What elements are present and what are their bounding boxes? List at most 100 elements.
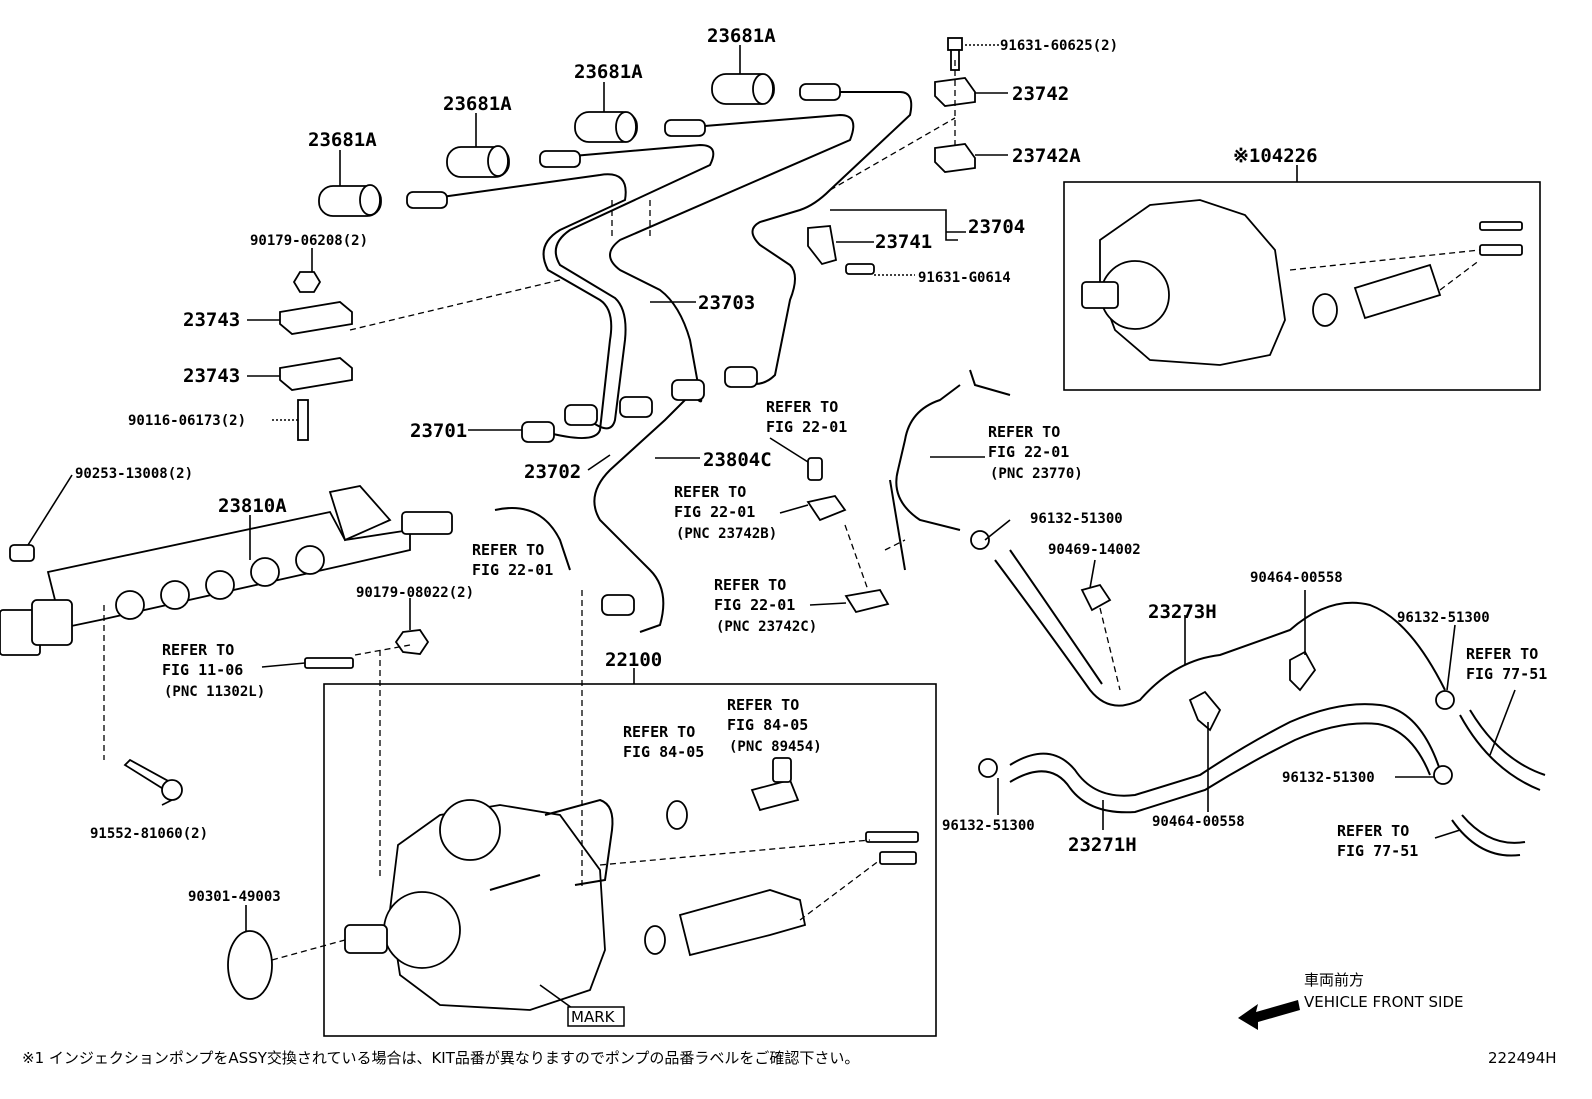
refer-fig-77-51: FIG 77-51 [1466, 665, 1547, 683]
nut-23681a-2 [446, 145, 510, 178]
clamp-refer-23742b [806, 494, 847, 522]
vehicle-front-en: VEHICLE FRONT SIDE [1304, 993, 1464, 1011]
vehicle-front-arrow [1238, 1000, 1300, 1030]
valve-04226 [1312, 263, 1442, 327]
label-23810a: 23810A [218, 495, 287, 517]
label-23681a: 23681A [308, 129, 377, 151]
oring-90301-49003 [227, 930, 273, 1000]
label-mark: MARK [571, 1008, 616, 1026]
hose-refer-77-51-a [1459, 714, 1541, 791]
inset-box-04226 [1063, 181, 1541, 391]
suction-control-valve [644, 831, 919, 957]
nut-23681a-1 [318, 184, 382, 217]
clip-90469-14002 [1080, 583, 1112, 612]
part-labels: 23681A 23681A 23681A 23681A 91631-60625(… [75, 25, 1490, 1027]
refer-fig-22-01: FIG 22-01 [714, 596, 795, 614]
refer-fig-84-05: REFER TO [727, 696, 799, 714]
refer-fig-11-06: REFER TO [162, 641, 234, 659]
refer-fig-77-51: REFER TO [1466, 645, 1538, 663]
hose-refer-23770 [895, 384, 961, 531]
label-23703: 23703 [698, 292, 755, 314]
injection-pipes [406, 83, 913, 633]
nut-23681a-3 [574, 111, 638, 143]
refer-fig-22-01: FIG 22-01 [766, 418, 847, 436]
hose-refer-22-01 [494, 507, 571, 571]
refer-pnc: (PNC 23770) [990, 466, 1083, 482]
clip-90464-00558-b [1188, 690, 1222, 732]
leader-lines [27, 44, 1516, 1009]
clamp-96132-51300-b [1435, 690, 1455, 710]
footnote: ※1 インジェクションポンプをASSY交換されている場合は、KIT品番が異なりま… [22, 1049, 859, 1067]
refer-fig-22-01: FIG 22-01 [988, 443, 1069, 461]
hose-23273h [994, 559, 1446, 707]
label-04226: ※104226 [1233, 145, 1318, 167]
label-23742a: 23742A [1012, 145, 1081, 167]
vehicle-front-jp: 車両前方 [1304, 971, 1364, 989]
label-90464-00558: 90464-00558 [1152, 814, 1245, 830]
label-23704: 23704 [968, 216, 1025, 238]
label-23702: 23702 [524, 461, 581, 483]
refer-fig-22-01: FIG 22-01 [674, 503, 755, 521]
refer-pnc: (PNC 23742C) [716, 619, 817, 635]
label-23681a: 23681A [707, 25, 776, 47]
sensor-refer-89454 [750, 757, 800, 812]
label-96132-51300: 96132-51300 [1397, 610, 1490, 626]
bolt-90116-06173 [297, 399, 309, 441]
label-90116-06173: 90116-06173(2) [128, 413, 246, 429]
label-90464-00558: 90464-00558 [1250, 570, 1343, 586]
refer-fig-22-01: REFER TO [714, 576, 786, 594]
clamp-23742a [934, 143, 976, 173]
pump-assy-04226 [1081, 199, 1286, 366]
refer-fig-84-05: FIG 84-05 [623, 743, 704, 761]
label-23701: 23701 [410, 420, 467, 442]
label-90469-14002: 90469-14002 [1048, 542, 1141, 558]
bolt-refer-23742b [807, 457, 823, 481]
hose-refer-77-51-b [1451, 819, 1521, 857]
clamp-96132-51300-d [978, 758, 998, 778]
refer-fig-77-51: REFER TO [1337, 822, 1409, 840]
clamp-23743-upper [279, 301, 353, 335]
bracket-23741 [807, 225, 838, 266]
label-91631-g0614: 91631-G0614 [918, 270, 1011, 286]
refer-fig-22-01: REFER TO [988, 423, 1060, 441]
refer-fig-77-51: FIG 77-51 [1337, 842, 1418, 860]
label-91631-60625: 91631-60625(2) [1000, 38, 1118, 54]
bolt-91631-g0614 [845, 263, 875, 275]
bolts-04226 [1479, 221, 1523, 256]
plug-90253-13008 [9, 544, 35, 562]
alignment-dash-lines [103, 60, 1481, 961]
clamp-23743-lower [279, 357, 353, 391]
refer-pnc: (PNC 89454) [729, 739, 822, 755]
label-22100: 22100 [605, 649, 662, 671]
diagram-id: 222494H [1488, 1049, 1557, 1067]
label-91552-81060: 91552-81060(2) [90, 826, 208, 842]
label-23271h: 23271H [1068, 834, 1137, 856]
refer-fig-22-01: REFER TO [472, 541, 544, 559]
bolt-91552-81060 [123, 758, 183, 801]
label-96132-51300: 96132-51300 [1282, 770, 1375, 786]
nut-90179-06208 [292, 271, 322, 293]
clip-90464-00558-a [1289, 650, 1317, 692]
pump-22100 [344, 798, 614, 1011]
label-23804c: 23804C [703, 449, 772, 471]
label-96132-51300: 96132-51300 [942, 818, 1035, 834]
label-23681a: 23681A [443, 93, 512, 115]
inset-box-22100 [323, 683, 937, 1037]
refer-fig-11-06: FIG 11-06 [162, 661, 243, 679]
nut-23681a-4 [711, 73, 775, 105]
clamp-refer-23742c [844, 589, 890, 614]
label-23273h: 23273H [1148, 601, 1217, 623]
clamp-96132-51300-a [970, 530, 990, 550]
refer-labels: REFER TO FIG 22-01 REFER TO FIG 22-01 (P… [162, 398, 1547, 860]
label-90253-13008: 90253-13008(2) [75, 466, 193, 482]
label-23681a: 23681A [574, 61, 643, 83]
label-90301-49003: 90301-49003 [188, 889, 281, 905]
nut-90179-08022 [394, 629, 430, 655]
label-23743: 23743 [183, 365, 240, 387]
label-90179-08022: 90179-08022(2) [356, 585, 474, 601]
label-23742: 23742 [1012, 83, 1069, 105]
refer-fig-22-01: REFER TO [674, 483, 746, 501]
refer-pnc: (PNC 11302L) [164, 684, 265, 700]
hose-23271h [1009, 703, 1441, 797]
